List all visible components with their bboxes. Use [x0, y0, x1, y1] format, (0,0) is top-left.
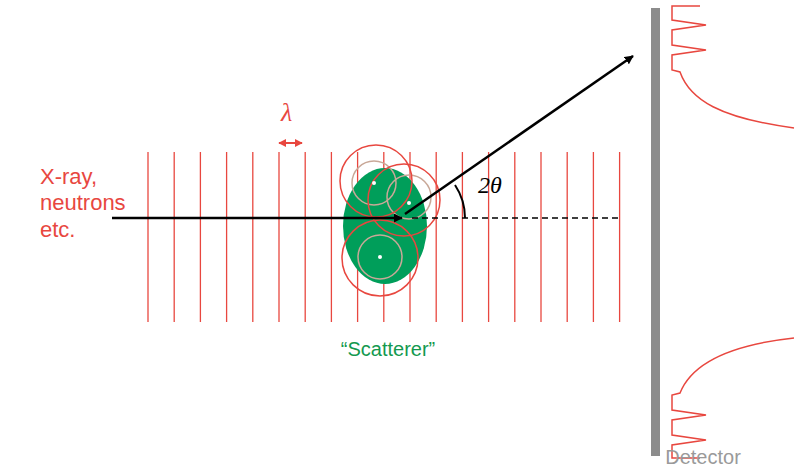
wavefront-line — [305, 152, 306, 322]
intensity-profile — [672, 6, 794, 128]
intensity-profile — [672, 338, 794, 458]
wavefront-line — [147, 152, 148, 322]
angle-arc — [455, 185, 465, 218]
wavefronts — [148, 152, 620, 322]
forward-direction — [412, 217, 622, 219]
wavelength-symbol: λ — [281, 98, 292, 128]
wavefront-line — [200, 152, 201, 322]
wavelength-arrow — [279, 142, 302, 144]
angle-label: 2θ — [478, 172, 502, 200]
wavefront-line — [514, 152, 515, 322]
scatterer-body — [343, 168, 427, 284]
scattering-centres — [340, 145, 440, 296]
detector-label: Detector — [665, 446, 741, 469]
wavefront-line — [278, 152, 279, 322]
scattered-beam — [405, 56, 633, 214]
radiation-label: X-ray, neutrons etc. — [40, 164, 140, 243]
wavefront-line — [619, 152, 620, 322]
wavefront-line — [252, 152, 253, 322]
incident-beam — [112, 217, 402, 220]
wavefront-line — [540, 152, 541, 322]
wavefront-line — [462, 152, 463, 322]
wavefront-line — [436, 152, 437, 322]
wavefront-line — [226, 152, 227, 322]
wavefront-line — [331, 152, 332, 322]
detector-plate — [651, 8, 660, 456]
wavefront-line — [593, 152, 594, 322]
wavefront-line — [174, 152, 175, 322]
scatterer-label: “Scatterer” — [341, 338, 435, 361]
wavefront-line — [567, 152, 568, 322]
